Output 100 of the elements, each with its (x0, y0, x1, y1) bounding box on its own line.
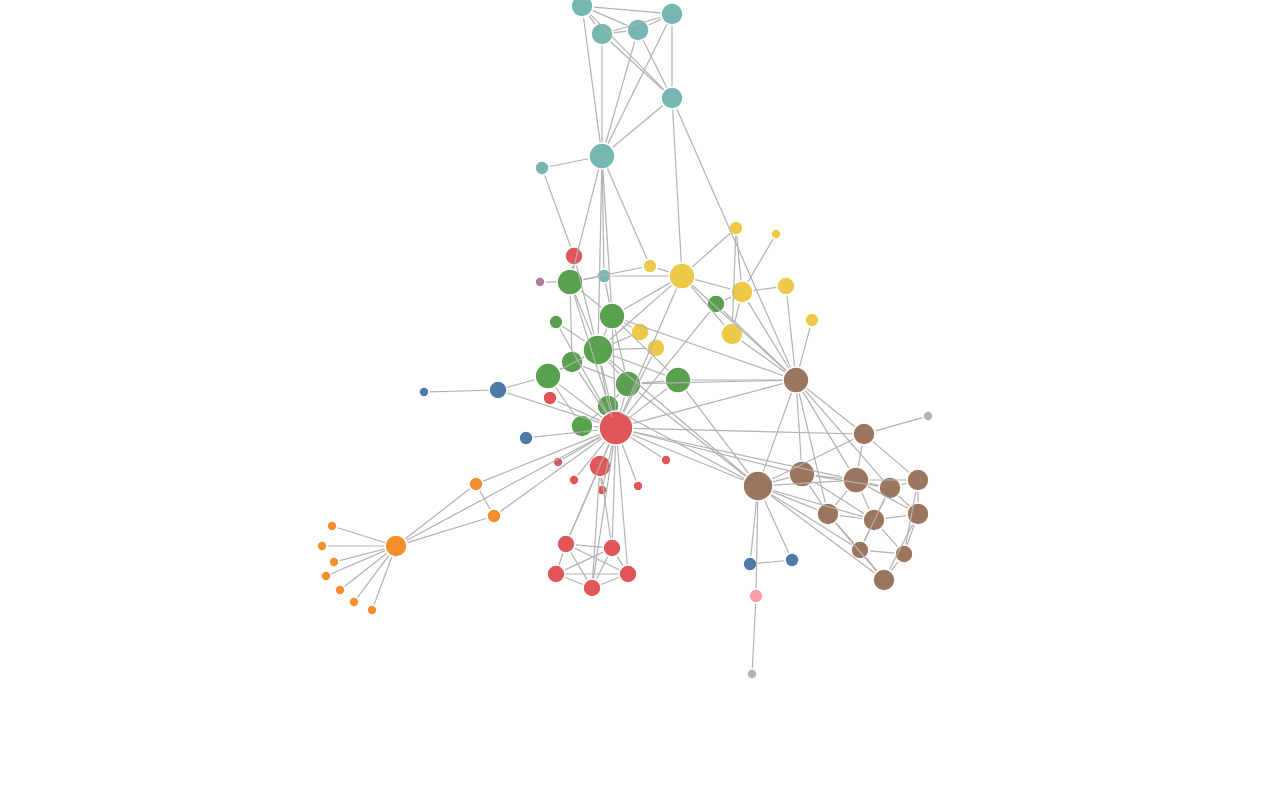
graph-edge (802, 391, 850, 469)
graph-edge (694, 278, 732, 290)
graph-edge (874, 416, 924, 432)
graph-node (568, 474, 580, 486)
graph-node (384, 534, 408, 558)
graph-edge (685, 390, 750, 474)
graph-edge (617, 410, 745, 480)
graph-edge (612, 16, 662, 32)
graph-edge (574, 547, 620, 571)
graph-edge (623, 322, 633, 328)
graph-edge (592, 10, 628, 26)
graph-node (418, 386, 430, 398)
graph-node (922, 410, 934, 422)
graph-edge (607, 361, 620, 375)
graph-edge (641, 379, 783, 385)
graph-node (852, 422, 876, 446)
graph-node (596, 484, 608, 496)
graph-node (534, 276, 546, 288)
graph-edge (612, 354, 666, 376)
graph-edge (592, 477, 600, 579)
graph-edge (590, 412, 600, 420)
graph-edge (798, 392, 826, 504)
graph-edge (506, 392, 600, 424)
graph-edge (609, 284, 673, 341)
graph-edge (623, 356, 653, 413)
graph-node (742, 470, 774, 502)
graph-edge (593, 426, 599, 428)
graph-edge (327, 545, 385, 547)
graph-edge (564, 551, 604, 571)
graph-edge (564, 576, 584, 586)
graph-edge (602, 169, 612, 303)
graph-edge (623, 282, 671, 310)
graph-edge (588, 15, 596, 25)
graph-edge (616, 555, 624, 567)
graph-edge (613, 30, 627, 34)
graph-edge (815, 475, 879, 487)
graph-edge (582, 17, 601, 143)
graph-edge (595, 556, 609, 580)
graph-node (316, 540, 328, 552)
graph-edge (429, 389, 489, 393)
graph-node (552, 456, 564, 468)
graph-edge (574, 294, 593, 336)
graph-edge (575, 264, 595, 336)
graph-edge (620, 396, 625, 412)
graph-edge (770, 494, 876, 574)
graph-node (614, 370, 642, 398)
graph-edge (869, 479, 907, 481)
graph-node (776, 276, 796, 296)
graph-edge (771, 438, 854, 480)
graph-node (602, 538, 622, 558)
graph-edge (506, 379, 536, 388)
graph-node (816, 502, 840, 526)
graph-node (534, 362, 562, 390)
graph-edge (373, 556, 393, 606)
graph-node (582, 334, 614, 366)
graph-edge (755, 501, 759, 589)
graph-edge (638, 391, 747, 477)
graph-node (588, 454, 612, 478)
graph-edge (330, 550, 386, 575)
graph-node (598, 302, 626, 330)
graph-edge (885, 515, 907, 519)
graph-edge (751, 603, 757, 669)
graph-edge (757, 560, 785, 564)
graph-edge (613, 347, 647, 351)
graph-edge (633, 427, 853, 435)
graph-edge (545, 281, 557, 283)
graph-node (328, 556, 340, 568)
graph-edge (736, 235, 742, 281)
graph-edge (592, 445, 614, 579)
graph-edge (881, 528, 899, 548)
graph-edge (607, 24, 668, 145)
graph-edge (611, 275, 669, 277)
graph-edge (600, 576, 620, 586)
graph-edge (624, 319, 784, 377)
graph-edge (747, 238, 774, 283)
graph-node (488, 380, 508, 400)
graph-edge (601, 169, 605, 269)
graph-edge (611, 335, 632, 345)
graph-edge (888, 523, 914, 571)
graph-edge (632, 431, 844, 478)
graph-node (334, 584, 346, 596)
graph-edge (839, 514, 863, 520)
graph-node (770, 228, 782, 240)
graph-edge (676, 108, 792, 368)
graph-edge (482, 434, 601, 482)
graph-node (664, 366, 692, 394)
graph-node (548, 314, 564, 330)
graph-edge (917, 491, 919, 503)
graph-edge (731, 235, 737, 323)
graph-node (626, 18, 650, 42)
graph-edge (796, 393, 802, 461)
graph-edge (772, 489, 864, 518)
graph-edge (606, 168, 648, 260)
graph-edge (544, 174, 572, 248)
graph-node (746, 668, 758, 680)
graph-edge (835, 522, 877, 572)
graph-edge (593, 6, 661, 14)
graph-edge (582, 365, 616, 380)
graph-edge (569, 443, 610, 536)
graph-node (518, 430, 534, 446)
